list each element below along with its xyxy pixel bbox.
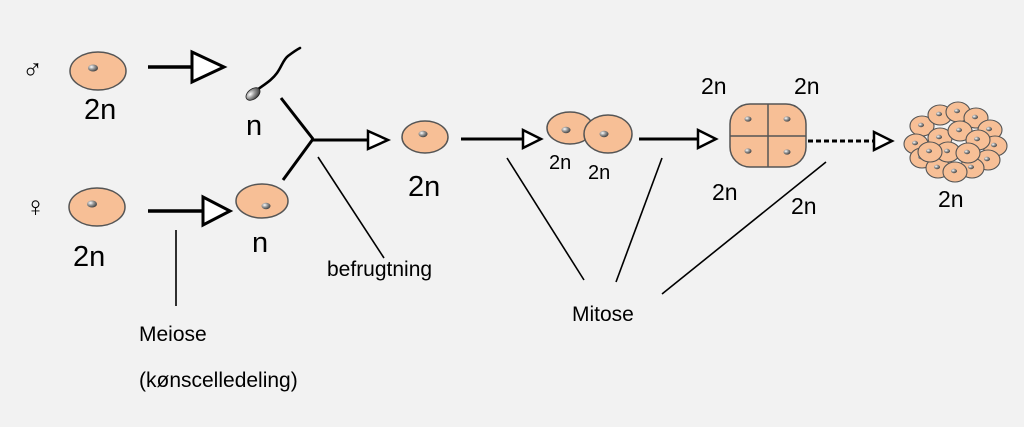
male-cell-ploidy-label: 2n: [84, 94, 117, 126]
arrow-mitosis-2: [639, 127, 719, 151]
morula-nucleus: [974, 136, 980, 142]
egg-cell: [235, 183, 289, 219]
arrow-female-meiosis: [148, 194, 234, 228]
zygote-cell: [401, 120, 449, 154]
arrow-mitosis-1: [461, 127, 544, 151]
morula-nucleus: [986, 126, 992, 132]
morula-nucleus: [936, 111, 942, 117]
arrow-male-meiosis: [148, 49, 228, 85]
arrow-fertilization: [312, 129, 392, 151]
morula-nucleus: [936, 134, 942, 140]
female-cell-ploidy-label: 2n: [73, 241, 106, 273]
mitosis-label: Mitose: [572, 303, 634, 326]
morula-nucleus: [972, 114, 978, 120]
female-symbol: ♀: [25, 191, 46, 222]
zygote-ploidy-label: 2n: [408, 171, 441, 203]
four-cell-stage: [729, 103, 807, 168]
morula-nucleus: [918, 122, 924, 128]
fertilization-junction: [279, 97, 315, 181]
morula-nucleus: [968, 164, 974, 170]
female-diploid-cell: [68, 187, 126, 227]
morula-cluster: [903, 101, 1008, 183]
fertilization-pointer: [317, 156, 385, 259]
arrow-dashed-morula: [808, 129, 895, 153]
morula-nucleus: [964, 149, 970, 155]
fertilization-label: befrugtning: [327, 258, 433, 281]
morula-nucleus: [991, 142, 997, 148]
egg-ploidy-label: n: [252, 227, 269, 259]
morula-nucleus: [934, 164, 940, 170]
two-cell-stage: [546, 111, 633, 154]
morula-nucleus: [984, 156, 990, 162]
morula-ploidy-label: 2n: [938, 186, 964, 212]
four-cell-ploidy-label-bottom-right: 2n: [791, 193, 817, 219]
mitosis-pointer-2: [615, 157, 663, 283]
morula-nucleus: [926, 148, 932, 154]
meiosis-label: Meiose: [139, 323, 207, 346]
four-cell-ploidy-label-top-left: 2n: [701, 73, 727, 99]
four-cell-ploidy-label-top-right: 2n: [794, 73, 820, 99]
morula-nucleus: [956, 127, 962, 133]
male-symbol: ♂: [22, 54, 43, 85]
four-cell-ploidy-label-bottom-left: 2n: [712, 179, 738, 205]
morula-nucleus: [944, 148, 950, 154]
morula-nucleus: [912, 140, 918, 146]
male-diploid-cell: [69, 51, 127, 91]
morula-nucleus: [954, 108, 960, 114]
two-cell-ploidy-label-left: 2n: [549, 152, 572, 174]
mitosis-pointer-3: [661, 161, 827, 295]
meiosis-sublabel: (kønscelledeling): [139, 369, 298, 392]
sperm-ploidy-label: n: [246, 110, 263, 142]
two-cell-ploidy-label-right: 2n: [588, 162, 611, 184]
sperm-cell: [245, 46, 302, 101]
mitosis-pointer-1: [506, 157, 585, 281]
morula-nucleus: [951, 168, 957, 174]
pointer-lines: [175, 156, 827, 306]
